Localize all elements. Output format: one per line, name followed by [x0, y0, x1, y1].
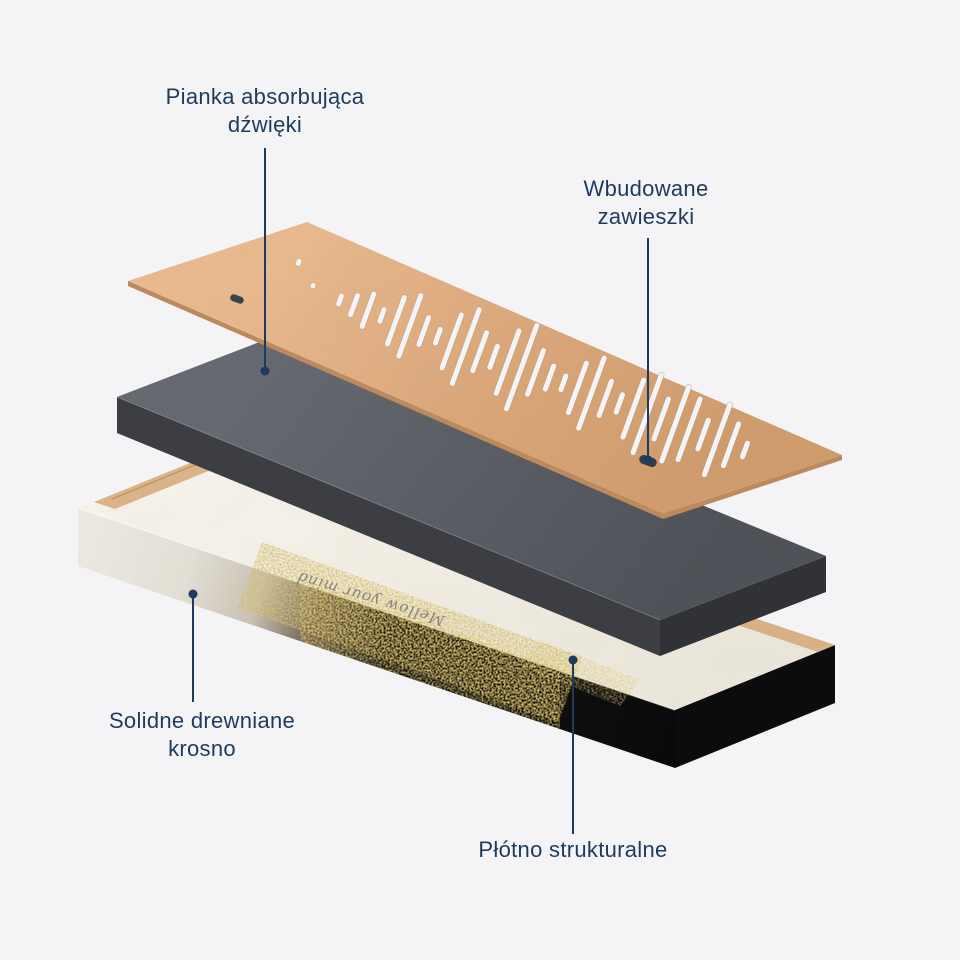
soundwave-slot	[415, 314, 432, 348]
leader-dot-hangers	[643, 455, 653, 465]
foam-texture-top	[117, 333, 826, 620]
foam-layer	[116, 333, 826, 656]
soundwave-slot	[486, 343, 501, 371]
soundwave-slot	[295, 258, 303, 267]
foam-texture-left	[117, 397, 660, 656]
label-frame-line1: Solidne drewniane	[109, 708, 295, 733]
foam-edge-highlight	[116, 396, 661, 621]
soundwave-slot	[376, 306, 388, 325]
soundwave-slot	[524, 347, 547, 398]
soundwave-slot	[432, 326, 444, 347]
label-foam-line1: Pianka absorbująca	[166, 84, 365, 109]
soundwave-slot	[720, 420, 742, 469]
soundwave-slot	[347, 292, 361, 318]
soundwave-slot	[595, 378, 615, 419]
hanger-icon	[230, 294, 244, 304]
leader-dots	[188, 366, 653, 665]
soundwave-slot	[335, 292, 345, 308]
canvas-layer: Mellow your mind	[77, 443, 835, 768]
soundwave-slots	[295, 258, 751, 478]
label-frame-line2: krosno	[168, 736, 236, 761]
soundwave-slot	[358, 291, 377, 330]
leader-dot-frame	[188, 589, 198, 599]
canvas-front-right-face	[675, 645, 835, 768]
label-hangers-line2: zawieszki	[598, 204, 695, 229]
soundwave-slot	[449, 306, 483, 387]
soundwave-slot	[469, 329, 490, 374]
soundwave-slot	[309, 282, 317, 289]
gold-glitter-spray	[238, 542, 640, 740]
soundwave-slot	[613, 391, 626, 416]
soundwave-slot	[493, 327, 523, 397]
label-canvas-line1: Płótno strukturalne	[478, 837, 667, 862]
soundwave-slot	[565, 360, 590, 416]
leader-dot-foam	[260, 366, 270, 376]
soundwave-slot	[503, 322, 540, 412]
soundwave-slot	[650, 395, 672, 443]
soundwave-slot	[658, 384, 692, 465]
soundwave-slot	[701, 401, 733, 478]
board-texture-grain	[128, 222, 842, 514]
soundwave-slot	[619, 377, 647, 441]
labels: Pianka absorbująca dźwięki Wbudowane zaw…	[109, 84, 709, 862]
soundwave-slot	[575, 355, 608, 432]
leader-dot-canvas	[568, 655, 578, 665]
foam-texture-right	[660, 556, 826, 656]
soundwave-slot	[438, 311, 465, 371]
leader-lines	[192, 148, 649, 834]
perforated-board-layer	[128, 222, 842, 519]
soundwave-slot	[395, 292, 424, 360]
soundwave-slot	[674, 395, 704, 463]
soundwave-slot	[542, 363, 557, 393]
label-hangers-line1: Wbudowane	[584, 176, 709, 201]
soundwave-slot	[694, 417, 712, 452]
soundwave-slot	[739, 440, 751, 460]
soundwave-slot	[557, 372, 569, 393]
wood-stretcher-bar-right	[722, 613, 835, 652]
soundwave-slot	[384, 294, 408, 348]
label-foam-line2: dźwięki	[228, 112, 302, 137]
